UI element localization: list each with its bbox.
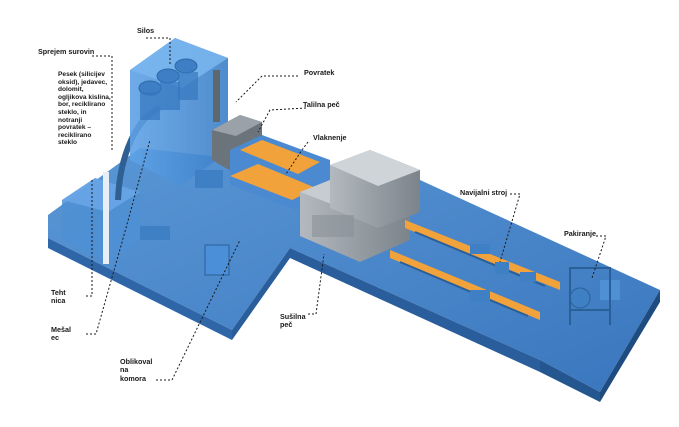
label-raw-materials: Pesek (silicijev oksid), jedavec, dolomi… xyxy=(58,71,111,147)
floor-side-right xyxy=(540,360,600,402)
leader-scale xyxy=(86,180,93,297)
floor-top xyxy=(48,148,660,392)
leader-lines xyxy=(86,37,607,381)
label-fiberizing: Vlaknenje xyxy=(313,133,347,142)
leader-packaging xyxy=(591,235,607,279)
leader-winding xyxy=(499,193,521,263)
label-packaging: Pakiranje xyxy=(564,229,596,238)
fiberizing-units xyxy=(300,150,420,262)
label-scale: Teht nica xyxy=(51,288,66,306)
label-silos: Silos xyxy=(137,26,155,35)
floor-side-end xyxy=(600,290,660,402)
silo-tower xyxy=(130,38,228,186)
label-winding-machine: Navijalni stroj xyxy=(460,188,508,197)
floor-side-inner xyxy=(232,248,290,340)
label-mixer: Mešal ec xyxy=(51,325,71,343)
leader-melting xyxy=(257,107,307,133)
leader-fiberizing xyxy=(285,141,309,175)
leader-mixer xyxy=(86,139,151,335)
scale-machine xyxy=(140,226,170,240)
furnace-glow-2 xyxy=(230,164,316,200)
label-drying-oven: Sušilna peč xyxy=(280,312,306,330)
leader-forming xyxy=(156,239,241,381)
packaging-equipment xyxy=(569,267,620,325)
factory-floor xyxy=(48,148,660,402)
label-forming-chamber: Oblikoval na komora xyxy=(120,357,153,383)
conveyor-line xyxy=(390,220,560,320)
furnace-glow-1 xyxy=(240,140,320,174)
label-return: Povratek xyxy=(304,68,335,77)
mixer-box xyxy=(204,244,230,276)
label-melting-furnace: Talilna peč xyxy=(303,100,340,109)
leader-receiving xyxy=(92,55,113,150)
leader-return xyxy=(235,75,298,103)
label-raw-material-receiving: Sprejem surovin xyxy=(38,47,95,56)
white-column xyxy=(103,172,109,264)
leader-silos xyxy=(146,37,171,64)
exhaust-stack xyxy=(213,70,220,122)
floor-side-mid xyxy=(290,248,540,372)
floor-side-left xyxy=(48,215,232,340)
leader-drying xyxy=(308,253,325,315)
